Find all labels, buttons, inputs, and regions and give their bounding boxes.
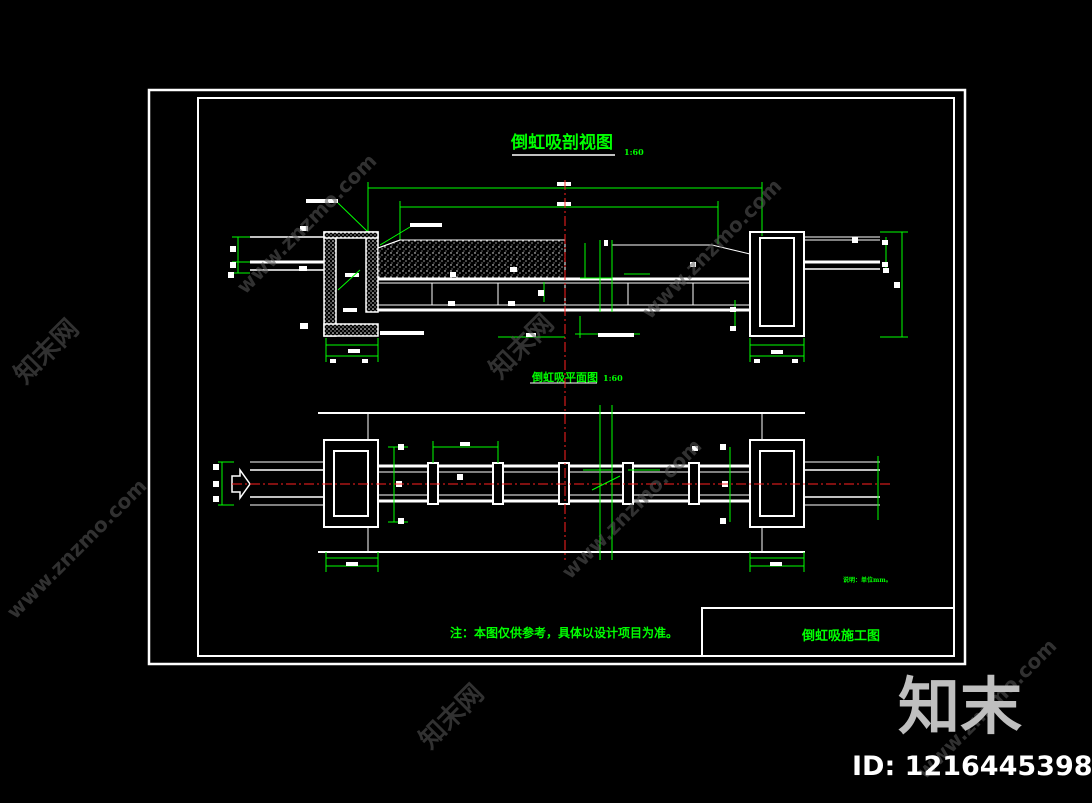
plan-view: 倒虹吸平面图 1:60 <box>213 370 880 572</box>
design-note: 注：本图仅供参考，具体以设计项目为准。 <box>450 625 678 640</box>
svg-text:www.znzmo.com: www.znzmo.com <box>557 434 707 584</box>
outer-frame <box>147 88 967 666</box>
unit-note: 说明：单位mm。 <box>843 576 892 584</box>
section-scale: 1:60 <box>624 147 644 157</box>
plan-scale: 1:60 <box>603 373 623 383</box>
id-watermark: ID: 1216445398 <box>852 751 1092 782</box>
plan-title: 倒虹吸平面图 <box>531 370 598 384</box>
svg-text:www.znzmo.com: www.znzmo.com <box>637 174 787 324</box>
title-block-border <box>701 607 954 656</box>
section-view: 倒虹吸剖视图 1:60 <box>228 132 908 363</box>
svg-text:www.znzmo.com: www.znzmo.com <box>2 474 152 624</box>
title-block-name: 倒虹吸施工图 <box>801 628 880 644</box>
inner-frame <box>197 97 955 657</box>
svg-text:知末网: 知末网 <box>9 314 85 390</box>
brand-watermark: 知末 <box>898 670 1022 743</box>
section-title: 倒虹吸剖视图 <box>510 132 613 153</box>
svg-text:知末网: 知末网 <box>414 679 490 755</box>
